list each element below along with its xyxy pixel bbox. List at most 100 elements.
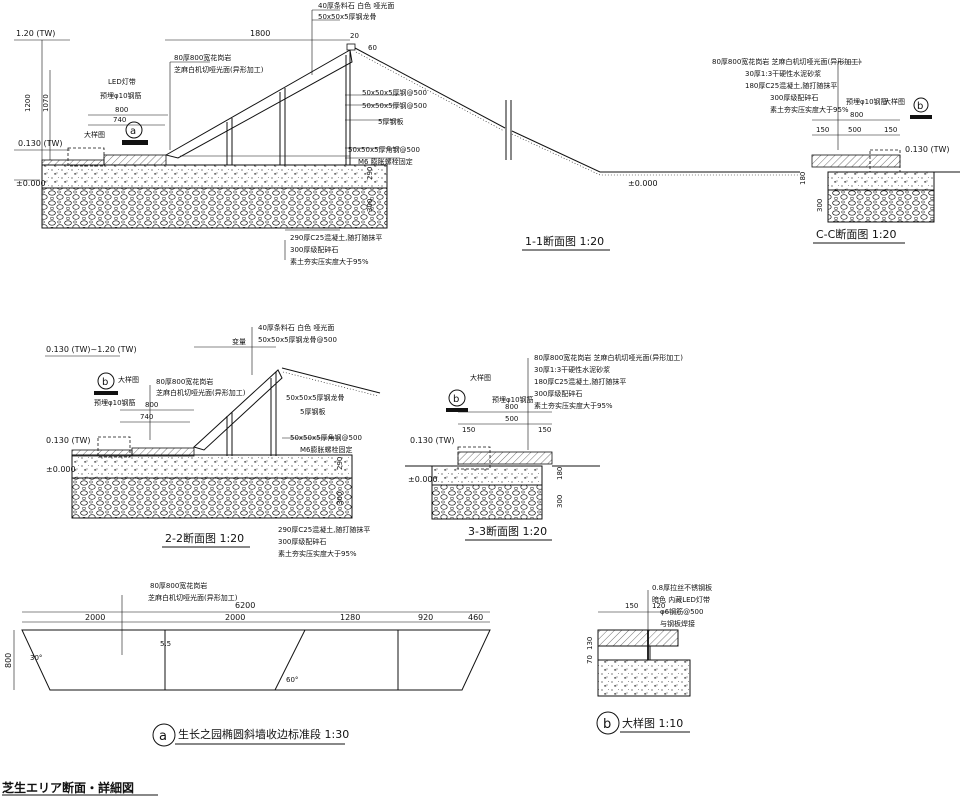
- detail-note-rebar: φ6钢筋@500: [660, 607, 703, 616]
- s33-note-detail: 大样图: [470, 373, 491, 382]
- detail-note-plate: 0.8厚拉丝不锈钢板: [652, 583, 712, 592]
- detail-callout-b: [596, 711, 620, 735]
- detail-dim-120: 120: [652, 602, 665, 610]
- s22-dim-740: 740: [140, 413, 153, 421]
- cc-callout-b: [913, 97, 929, 113]
- plan-angle1: 30°: [30, 654, 42, 662]
- s33-dim-500: 500: [505, 415, 518, 423]
- s22-note-keel: 50x50x5厚钢龙骨: [286, 393, 345, 402]
- plan-seg-4: 920: [418, 613, 433, 622]
- dim-800: 800: [115, 106, 128, 114]
- cc-granite: [811, 154, 901, 168]
- s22-note-detail: 大样图: [118, 375, 139, 384]
- s22-dim-290: 290: [336, 457, 344, 470]
- s22-note-embed: 预埋φ10钢筋: [94, 398, 136, 407]
- note-steel-500a: 50x50x5厚钢@500: [362, 88, 427, 97]
- s33-dim-150b: 150: [538, 426, 551, 434]
- plan-note2: 芝麻白机切哑光面(异形加工): [148, 593, 238, 602]
- gravel-layer: [41, 187, 388, 229]
- s22-note-angle: 50x50x5厚角钢@500: [290, 433, 362, 442]
- s33-dim-300: 300: [556, 495, 564, 508]
- s33-note-gravel: 300厚级配碎石: [534, 389, 582, 398]
- cc-note-mortar: 30厚1:3干硬性水泥砂浆: [745, 69, 821, 78]
- note-led: LED灯带: [108, 77, 136, 86]
- s22-note-finish: 芝麻白机切哑光面(异形加工): [156, 388, 246, 397]
- section-1-1: 1.20 (TW) 0.130 (TW) ±0.000 ±0.000 1200 …: [14, 1, 800, 266]
- cc-note-gravel: 300厚级配碎石: [770, 93, 818, 102]
- s33-granite: [457, 451, 553, 465]
- plan-callout-a: [152, 723, 176, 747]
- s33-callout-label: b: [453, 394, 459, 405]
- plan-outline: [21, 629, 491, 691]
- note-steel-keel: 50x50x5厚钢龙骨: [318, 12, 377, 21]
- s22-note-soil: 素土夯实压实度大于95%: [278, 549, 357, 558]
- slope-panel: [164, 49, 353, 159]
- cc-dim-150b: 150: [884, 126, 897, 134]
- detail-note-weld: 与钢板焊接: [660, 619, 695, 628]
- s22-dim-800: 800: [145, 401, 158, 409]
- detail-box: [67, 147, 105, 167]
- detail-b: 150 120 130 70 0.8厚拉丝不锈钢板 暗色 内藏LED灯带 φ6钢…: [586, 583, 712, 735]
- cc-concrete: [827, 171, 935, 191]
- s22-concrete: [71, 454, 353, 479]
- note-detail: 大样图: [84, 130, 105, 139]
- title-3-3: 3-3断面图 1:20: [468, 524, 547, 538]
- s22-note-stone: 40厚条料石 白色 哑光面: [258, 323, 334, 332]
- dim-1800: 1800: [250, 29, 270, 38]
- cc-level: 0.130 (TW): [905, 145, 949, 154]
- note-gravel: 300厚级配碎石: [290, 245, 338, 254]
- title-detail: 大样图 1:10: [622, 716, 683, 730]
- callout-a: [125, 121, 143, 139]
- granite-cap: [41, 159, 105, 166]
- dim-1070: 1070: [42, 94, 50, 112]
- section-2-2: 0.130 (TW)~1.20 (TW) 0.130 (TW) ±0.000 变…: [45, 323, 381, 558]
- lawn-slope-upper: [354, 47, 506, 129]
- s22-zero: ±0.000: [46, 465, 76, 474]
- s33-zero: ±0.000: [408, 475, 438, 484]
- dim-290: 290: [366, 167, 374, 180]
- granite-bench: [103, 154, 167, 166]
- s22-slope-panel: [193, 369, 283, 451]
- detail-granite: [597, 629, 679, 647]
- detail-dim-150: 150: [625, 602, 638, 610]
- detail-dim-130: 130: [586, 637, 594, 650]
- s22-dim-300: 300: [336, 492, 344, 505]
- plan-total: 6200: [235, 601, 255, 610]
- cc-dim-300: 300: [816, 199, 824, 212]
- s22-variable: 变量: [232, 337, 246, 346]
- cc-dim-180: 180: [799, 172, 807, 185]
- s33-note-mortar: 30厚1:3干硬性水泥砂浆: [534, 365, 610, 374]
- note-soil: 素土夯实压实度大于95%: [290, 257, 369, 266]
- s22-level2: 0.130 (TW): [46, 436, 90, 445]
- plan-seg-2: 2000: [225, 613, 245, 622]
- s22-lawn: [281, 367, 381, 394]
- cc-note-soil: 素土夯实压实度大于95%: [770, 105, 849, 114]
- level-mid: 0.130 (TW): [18, 139, 62, 148]
- s33-level: 0.130 (TW): [410, 436, 454, 445]
- cc-note-detail: 大样图: [884, 97, 905, 106]
- plan-note1: 80厚800宽花岗岩: [150, 581, 207, 590]
- s33-note-granite: 80厚800宽花岗岩 芝麻白机切哑光面(异形加工): [534, 353, 683, 362]
- note-granite: 80厚800宽花岗岩: [174, 53, 231, 62]
- s22-note-bolt: M6膨胀螺栓固定: [300, 445, 353, 454]
- detail-note-led: 暗色 内藏LED灯带: [652, 595, 710, 604]
- concrete-slab: [41, 164, 388, 189]
- cc-note-embed: 预埋φ10钢筋: [846, 97, 888, 106]
- note-embed: 预埋φ10钢筋: [100, 91, 142, 100]
- s22-level: 0.130 (TW)~1.20 (TW): [46, 345, 137, 354]
- cc-dim-500: 500: [848, 126, 861, 134]
- s22-note-concrete: 290厚C25混凝土,随打随抹平: [278, 525, 370, 534]
- level-top: 1.20 (TW): [16, 29, 55, 38]
- plan-a: 6200 2000 2000 1280 920 460 800 30° 60° …: [4, 581, 491, 747]
- s33-note-concrete: 180厚C25混凝土,随打随抹平: [534, 377, 626, 386]
- plan-angle2: 60°: [286, 676, 298, 684]
- plan-height: 800: [4, 653, 13, 668]
- s33-note-embed: 预埋φ10钢筋: [492, 395, 534, 404]
- note-granite-finish: 芝麻白机切哑光面(异形加工): [174, 65, 264, 74]
- lawn-slope-lower: [511, 130, 800, 173]
- detail-concrete: [597, 659, 691, 697]
- s33-dim-150a: 150: [462, 426, 475, 434]
- s33-concrete: [431, 465, 543, 486]
- section-3-3: 800 500 150 150 180 300 b 大样图 预埋φ10钢筋 80…: [405, 353, 683, 541]
